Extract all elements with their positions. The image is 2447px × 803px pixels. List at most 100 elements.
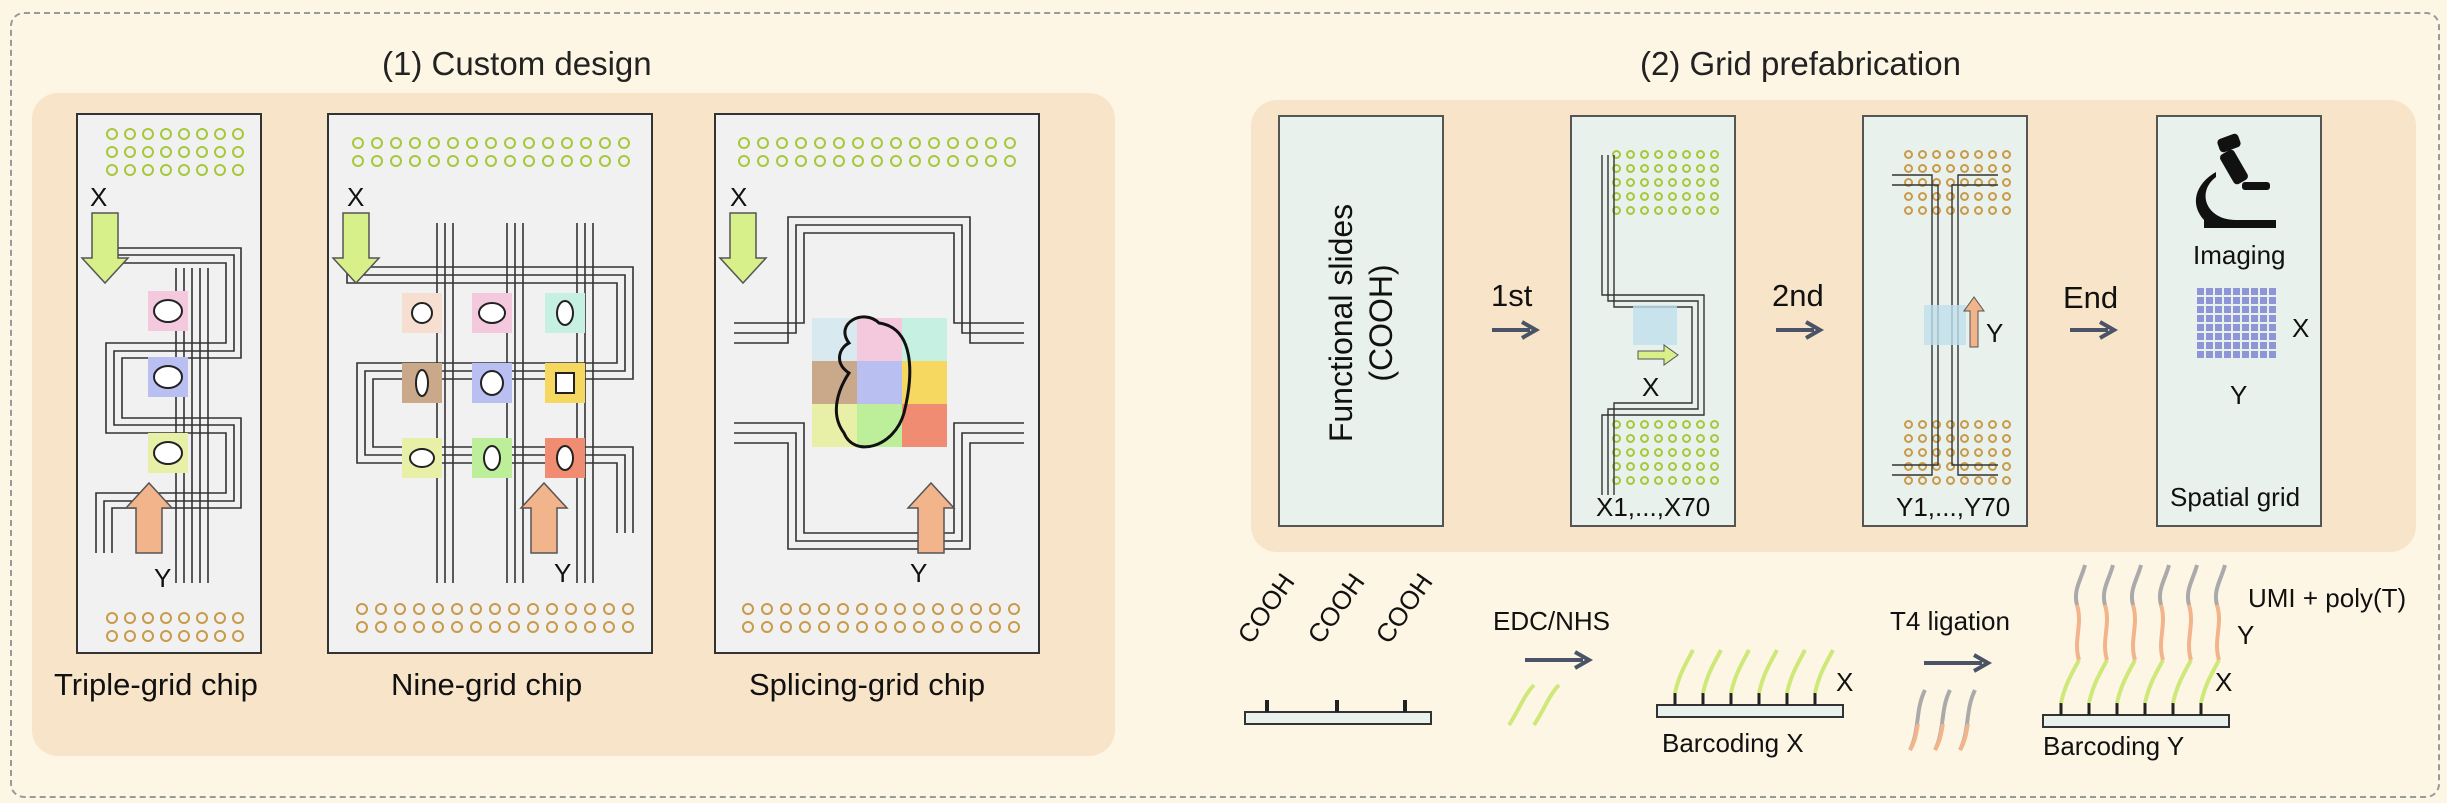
pad-dot [1612, 420, 1621, 429]
pad-dot [856, 621, 868, 633]
barcode-y-oligo [2159, 604, 2165, 661]
pad-dot [833, 137, 845, 149]
grid-spot [2206, 297, 2213, 304]
grid-spot [2269, 306, 2276, 313]
pad-dot [160, 146, 172, 158]
barcoding-y-y-label: Y [2237, 620, 2255, 650]
pad-dot [776, 155, 788, 167]
pad-dot [1988, 192, 1997, 201]
pad-dot [622, 621, 634, 633]
pad-dot [527, 621, 539, 633]
pad-dot [2002, 192, 2011, 201]
y-slide-bottom-pads [1904, 420, 2011, 485]
grid-spot [2269, 333, 2276, 340]
pad-dot [2002, 164, 2011, 173]
pad-dot [2002, 150, 2011, 159]
umi-polyt-oligo [2102, 564, 2115, 606]
pad-dot [932, 621, 944, 633]
pad-dot [1640, 178, 1649, 187]
functional-slide [1278, 115, 1444, 527]
pad-dot [761, 621, 773, 633]
pad-dot [738, 155, 750, 167]
pad-dot [1640, 192, 1649, 201]
pad-dot [124, 630, 136, 642]
pad-dot [1918, 150, 1927, 159]
pad-dot [232, 128, 244, 140]
pad-dot [894, 603, 906, 615]
barcoding-y-label: Barcoding Y [2043, 731, 2185, 761]
pad-dot [1640, 448, 1649, 457]
pad-dot [142, 612, 154, 624]
pad-dot [852, 137, 864, 149]
pad-dot [390, 137, 402, 149]
pad-dot [1654, 206, 1663, 215]
grid-spot [2269, 288, 2276, 295]
pad-dot [1960, 150, 1969, 159]
pad-dot [1612, 462, 1621, 471]
pad-dot [580, 137, 592, 149]
grid-spot [2197, 288, 2204, 295]
pad-dot [1640, 420, 1649, 429]
pad-dot [106, 164, 118, 176]
pad-dot [432, 603, 444, 615]
y-slide-y-label: Y [1986, 318, 2004, 348]
pad-dot [470, 603, 482, 615]
pad-dot [603, 603, 615, 615]
pad-dot [985, 155, 997, 167]
pad-dot [394, 621, 406, 633]
pad-dot [1988, 420, 1997, 429]
pad-dot [1668, 192, 1677, 201]
step-end: End [2063, 280, 2119, 315]
barcoding-x-surface [1656, 649, 1844, 718]
pad-dot [1612, 448, 1621, 457]
pad-dot [580, 155, 592, 167]
barcoding-x-x-label: X [1836, 667, 1854, 697]
pad-dot [1974, 178, 1983, 187]
pad-dot [352, 137, 364, 149]
grid-y-label: Y [2230, 380, 2248, 410]
pad-dot [413, 603, 425, 615]
pad-dot [504, 137, 516, 149]
arrow-step-end [2070, 320, 2119, 340]
pad-dot [989, 621, 1001, 633]
splicing-chip-x-label: X [730, 182, 748, 212]
pad-dot [1682, 164, 1691, 173]
pad-dot [1654, 476, 1663, 485]
grid-spot [2251, 342, 2258, 349]
pad-dot [1626, 448, 1635, 457]
pad-dot [1640, 462, 1649, 471]
pad-dot [818, 603, 830, 615]
grid-spot [2242, 306, 2249, 313]
pad-dot [409, 155, 421, 167]
pad-dot [947, 137, 959, 149]
pad-dot [1626, 206, 1635, 215]
pad-dot [546, 621, 558, 633]
barcode-x-oligo [1757, 649, 1779, 694]
pad-dot [837, 621, 849, 633]
pad-dot [178, 164, 190, 176]
umi-polyt-oligo [2130, 564, 2143, 606]
splicing-chip-top-pads [738, 137, 1016, 167]
pad-dot [1654, 448, 1663, 457]
pad-dot [356, 603, 368, 615]
pad-dot [1640, 150, 1649, 159]
pad-dot [1960, 434, 1969, 443]
pad-dot [795, 137, 807, 149]
pad-dot [761, 603, 773, 615]
pad-dot [542, 155, 554, 167]
pad-dot [1626, 462, 1635, 471]
barcode-x-oligo [1785, 649, 1807, 694]
pad-dot [1682, 434, 1691, 443]
umi-polyt-oligo [2074, 564, 2087, 606]
pad-dot [890, 155, 902, 167]
grid-spot [2242, 297, 2249, 304]
pad-dot [1696, 164, 1705, 173]
cooh-surface [1244, 700, 1432, 725]
pad-dot [833, 155, 845, 167]
pad-dot [1640, 206, 1649, 215]
triple-grid-chip-label: Triple-grid chip [54, 667, 258, 702]
pad-dot [1710, 476, 1719, 485]
pad-dot [584, 621, 596, 633]
pad-dot [565, 621, 577, 633]
grid-spot [2260, 288, 2267, 295]
